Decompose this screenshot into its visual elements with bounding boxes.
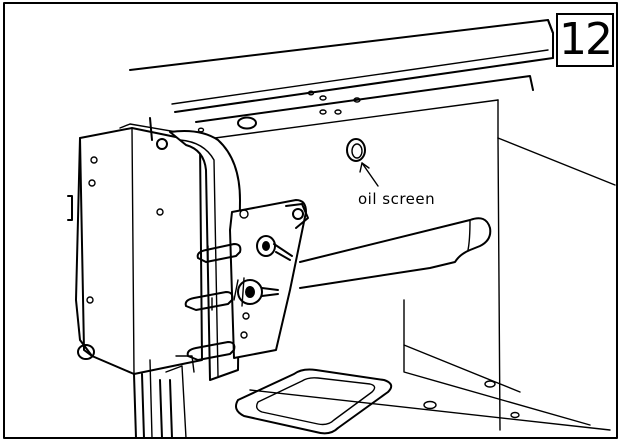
oil-screen-inner [351,143,363,159]
face-screw-3 [86,296,94,304]
arm-top-end [547,19,554,59]
take-up-cover [169,130,241,381]
bed-edge-upper [497,137,616,186]
tension-disc-upper-hub [262,241,270,251]
arm-top-back-edge [129,19,554,71]
face-plate [79,127,203,375]
figure-frame [3,2,618,439]
lower-knob [77,344,95,360]
bed-top-line [249,389,611,431]
face-plate-tab [67,195,73,221]
slot-marks [207,245,213,311]
face-screw-4 [156,208,164,216]
slot-3 [186,341,236,361]
bracket-screw-2 [242,312,250,320]
face-screw-top [156,138,168,150]
top-hole-large [237,116,257,130]
top-hole-4 [353,97,361,103]
slot-2 [184,291,234,311]
oil-screen [346,138,366,162]
top-hole-6 [197,127,205,133]
tension-stud [261,287,279,297]
center-rod [149,359,153,439]
bed-front-edge [403,344,591,426]
tension-bracket [229,199,307,359]
arm-top-front-edge [174,57,554,113]
callout-arrow-line [361,162,379,187]
needle-bar [159,379,173,439]
top-pin [149,117,153,141]
arm-underside [299,217,492,289]
take-up-cover-inner [179,139,219,377]
bed-post-left [497,137,501,431]
bracket-screw-3 [240,331,248,339]
tension-lever [233,277,245,307]
bracket-screw-1 [239,209,249,219]
top-hole-3 [319,95,327,101]
arm-rear-ledge [195,75,534,123]
face-plate-left-edge [75,137,93,357]
bed-hole [423,400,437,410]
thread-guide [285,203,309,229]
step-number-box: 12 [556,13,614,67]
face-plate-edge [131,127,135,375]
tension-spring-upper [273,243,293,261]
slot-1 [196,243,242,263]
top-hole-2 [334,109,342,115]
thread-guide-screw [292,208,304,220]
needle-plate-inner [255,377,376,426]
top-hole-1 [319,109,327,115]
needle-plate-outer [235,368,393,435]
callout-arrowhead [359,162,370,173]
top-hole-5 [307,90,315,96]
face-screw-2 [88,179,96,187]
bed-side [403,299,521,393]
bed-hole-3 [510,411,520,419]
oil-screen-label: oil screen [358,190,436,208]
arm-face-top [199,99,499,141]
face-screw-1 [90,156,98,164]
bed-hole-2 [484,380,496,388]
thread-guide-lower [175,355,195,373]
tension-disc-lower-hub [245,286,255,298]
presser-bar [133,373,145,439]
arm-top-front-edge-2 [171,49,549,105]
arm-curve-inner [467,219,471,251]
needle-clamp [165,365,187,439]
